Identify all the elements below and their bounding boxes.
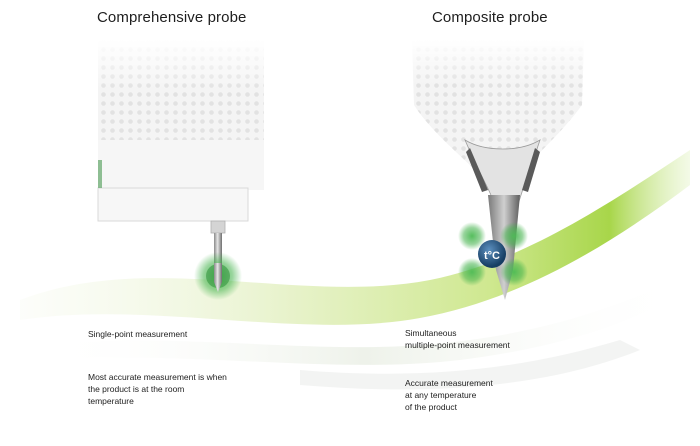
comprehensive-probe-title: Comprehensive probe [97,9,247,26]
composite-accuracy-caption: Accurate measurement at any temperature … [405,378,493,412]
comprehensive-probe [97,40,264,300]
composite-probe: t°C [410,40,590,300]
composite-probe-title: Composite probe [432,9,548,26]
multi-point-caption: Simultaneous multiple-point measurement [405,328,510,350]
comprehensive-accuracy-caption: Most accurate measurement is when the pr… [88,372,227,406]
single-point-caption: Single-point measurement [88,329,188,339]
temperature-badge: t°C [484,250,500,262]
